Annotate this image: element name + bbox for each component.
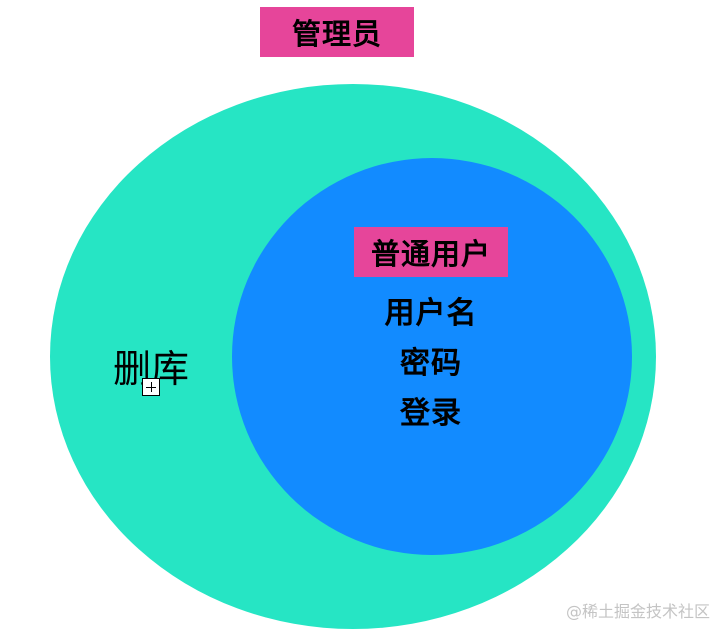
admin-label: 管理员 [260, 7, 414, 57]
expand-plus-icon[interactable] [142, 378, 160, 396]
password-text: 密码 [400, 346, 462, 381]
user-ellipse [232, 158, 632, 555]
user-label: 普通用户 [354, 227, 508, 277]
login-text: 登录 [400, 396, 462, 431]
user-label-text: 普通用户 [370, 237, 491, 271]
admin-label-text: 管理员 [291, 17, 382, 51]
username-text: 用户名 [384, 296, 478, 331]
watermark: @稀土掘金技术社区 [565, 602, 710, 621]
